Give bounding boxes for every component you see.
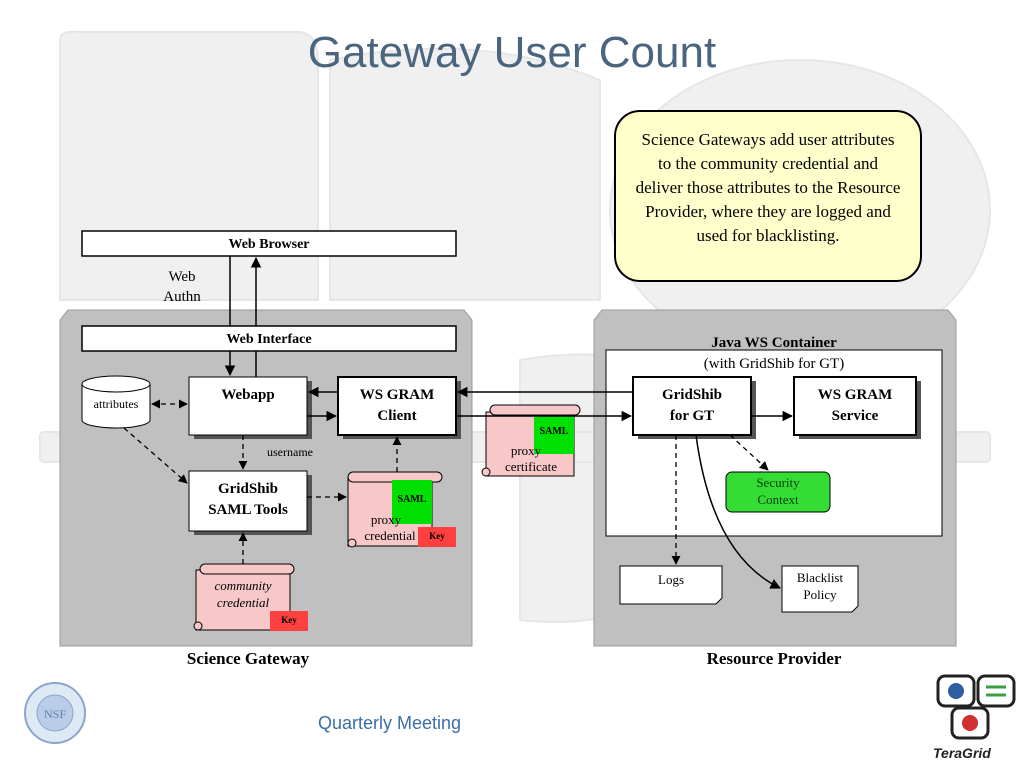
proxy-credential-key-tag — [418, 527, 456, 547]
proxy-certificate-saml-label: SAML — [540, 426, 569, 437]
svg-text:NSF: NSF — [44, 707, 66, 721]
blacklist-label-2: Policy — [803, 587, 837, 602]
blacklist-label-1: Blacklist — [797, 570, 844, 585]
proxy-credential-label-1: proxy — [371, 512, 402, 527]
web-authn-label-1: Web — [168, 269, 195, 285]
ws-gram-client-label-1: WS GRAM — [360, 387, 435, 403]
ws-gram-client-label-2: Client — [377, 408, 416, 424]
community-credential-label-1: community — [214, 578, 271, 593]
container-subtitle: (with GridShib for GT) — [704, 356, 844, 372]
username-label: username — [267, 445, 313, 459]
web-interface-box — [81, 325, 457, 352]
community-credential-key-tag — [270, 611, 308, 631]
footer-text: Quarterly Meeting — [318, 713, 462, 733]
security-context-label-1: Security — [756, 475, 800, 490]
gridshib-saml-label-2: SAML Tools — [208, 502, 288, 518]
proxy-credential-key-label: Key — [429, 531, 445, 541]
web-browser-box — [81, 230, 457, 257]
ws-gram-service-label-1: WS GRAM — [818, 387, 893, 403]
science-gateway-label: Science Gateway — [187, 649, 310, 668]
proxy-certificate-saml-tag — [534, 416, 574, 454]
ws-gram-service-box — [793, 376, 917, 436]
proxy-certificate-label-1: proxy — [511, 443, 542, 458]
nsf-logo: NSF — [24, 682, 86, 744]
arrows-solid — [224, 256, 794, 589]
attributes-database — [81, 375, 151, 429]
teragrid-logo-text: TeraGrid — [933, 745, 991, 761]
ws-gram-client-box — [337, 376, 457, 436]
proxy-credential-saml-label: SAML — [398, 494, 427, 505]
gridshib-gt-label-1: GridShib — [662, 387, 722, 403]
logs-label: Logs — [658, 572, 684, 587]
teragrid-logo — [936, 674, 1016, 740]
callout-note: Science Gateways add user attributes to … — [614, 110, 922, 282]
web-authn-label-2: Authn — [163, 289, 201, 305]
resource-provider-label: Resource Provider — [707, 649, 842, 668]
proxy-credential-label-2: credential — [364, 528, 416, 543]
gridshib-saml-tools-box — [188, 470, 308, 532]
container-title: Java WS Container — [711, 335, 837, 351]
web-interface-label: Web Interface — [226, 332, 311, 347]
slide-title: Gateway User Count — [307, 28, 717, 77]
community-credential-label-2: credential — [217, 595, 270, 610]
gridshib-saml-label-1: GridShib — [218, 481, 278, 497]
logs-document — [619, 565, 723, 605]
ws-gram-service-label-2: Service — [832, 408, 879, 424]
gridshib-gt-box — [632, 376, 752, 436]
community-credential-key-label: Key — [281, 615, 297, 625]
security-context-label-2: Context — [757, 492, 799, 507]
proxy-certificate-label-2: certificate — [505, 459, 557, 474]
web-browser-label: Web Browser — [228, 237, 309, 252]
security-context-box — [725, 471, 831, 513]
proxy-credential-saml-tag — [392, 480, 432, 524]
gridshib-gt-label-2: for GT — [670, 408, 714, 424]
webapp-label: Webapp — [221, 387, 274, 403]
blacklist-policy-document — [781, 565, 859, 613]
arrows-dashed — [123, 399, 769, 565]
webapp-box — [188, 376, 308, 436]
attributes-label: attributes — [94, 397, 139, 411]
